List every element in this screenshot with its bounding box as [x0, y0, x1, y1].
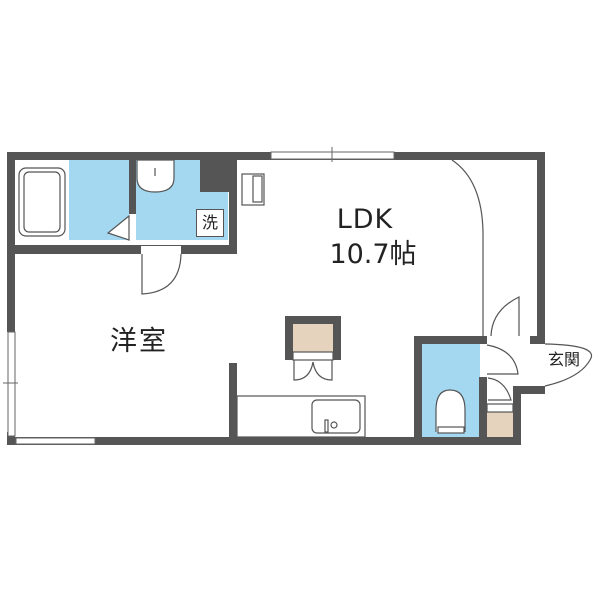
front-door-opening — [537, 344, 545, 386]
bathtub-inner-icon — [23, 171, 61, 233]
fridge-space-inner-icon — [252, 175, 263, 203]
bath-block-wall — [7, 245, 237, 254]
toilet-top-wall — [414, 336, 489, 344]
windows — [3, 147, 395, 445]
front-door-icon — [544, 343, 593, 387]
left-wall-upper — [7, 152, 15, 332]
entrance-label: 玄関 — [548, 350, 581, 369]
kitchen-faucet-icon — [324, 419, 329, 433]
right-wall — [537, 152, 545, 394]
western-room-label: 洋室 — [110, 326, 168, 357]
toilet-door-icon — [486, 344, 519, 375]
ldk-room-size: 10.7帖 — [329, 239, 417, 270]
hall-door-icon — [490, 296, 520, 337]
entrance-top-wall — [530, 336, 545, 344]
toilet-tank-icon — [437, 426, 465, 434]
washroom-right-wall — [229, 158, 237, 254]
western-room-bottom-window — [15, 437, 96, 445]
fixtures — [15, 159, 593, 438]
ldk-room-label: LDK — [336, 204, 394, 235]
bottom-wall-right — [230, 437, 520, 445]
bath-divider-wall — [129, 158, 136, 214]
shoe-closet-frame — [486, 403, 514, 413]
shoe-storage — [487, 412, 513, 437]
hall-door-opening — [487, 336, 530, 344]
washing-machine-label: 洗 — [196, 209, 224, 237]
toilet-right-wall — [479, 377, 487, 445]
closet-door-right-icon — [312, 360, 333, 381]
bottom-wall — [7, 437, 290, 445]
kitchen-drain-icon — [330, 421, 338, 429]
entrance-step-wall — [513, 386, 545, 394]
bath-folding-door-icon — [106, 214, 130, 241]
toilet-icon — [435, 389, 466, 432]
ldk-door-arc-icon — [451, 159, 484, 336]
bath-door-opening — [129, 214, 136, 240]
closet-right-wall — [333, 316, 341, 360]
washroom-door-icon — [141, 253, 182, 295]
shoe-closet-door-icon — [487, 377, 512, 401]
toilet-left-wall — [414, 336, 422, 445]
closet-door-frame — [292, 351, 334, 361]
closet-top-wall — [285, 316, 341, 324]
partition-wall — [229, 363, 237, 445]
western-room-left-window — [7, 331, 16, 437]
kitchen-sink-icon — [311, 399, 361, 434]
closet-door-left-icon — [293, 360, 314, 381]
storage-areas — [293, 324, 513, 437]
closet-left-wall — [285, 316, 293, 360]
closet-storage — [293, 324, 333, 352]
entrance-right-wall — [513, 386, 521, 445]
washroom-door-opening — [141, 246, 181, 254]
